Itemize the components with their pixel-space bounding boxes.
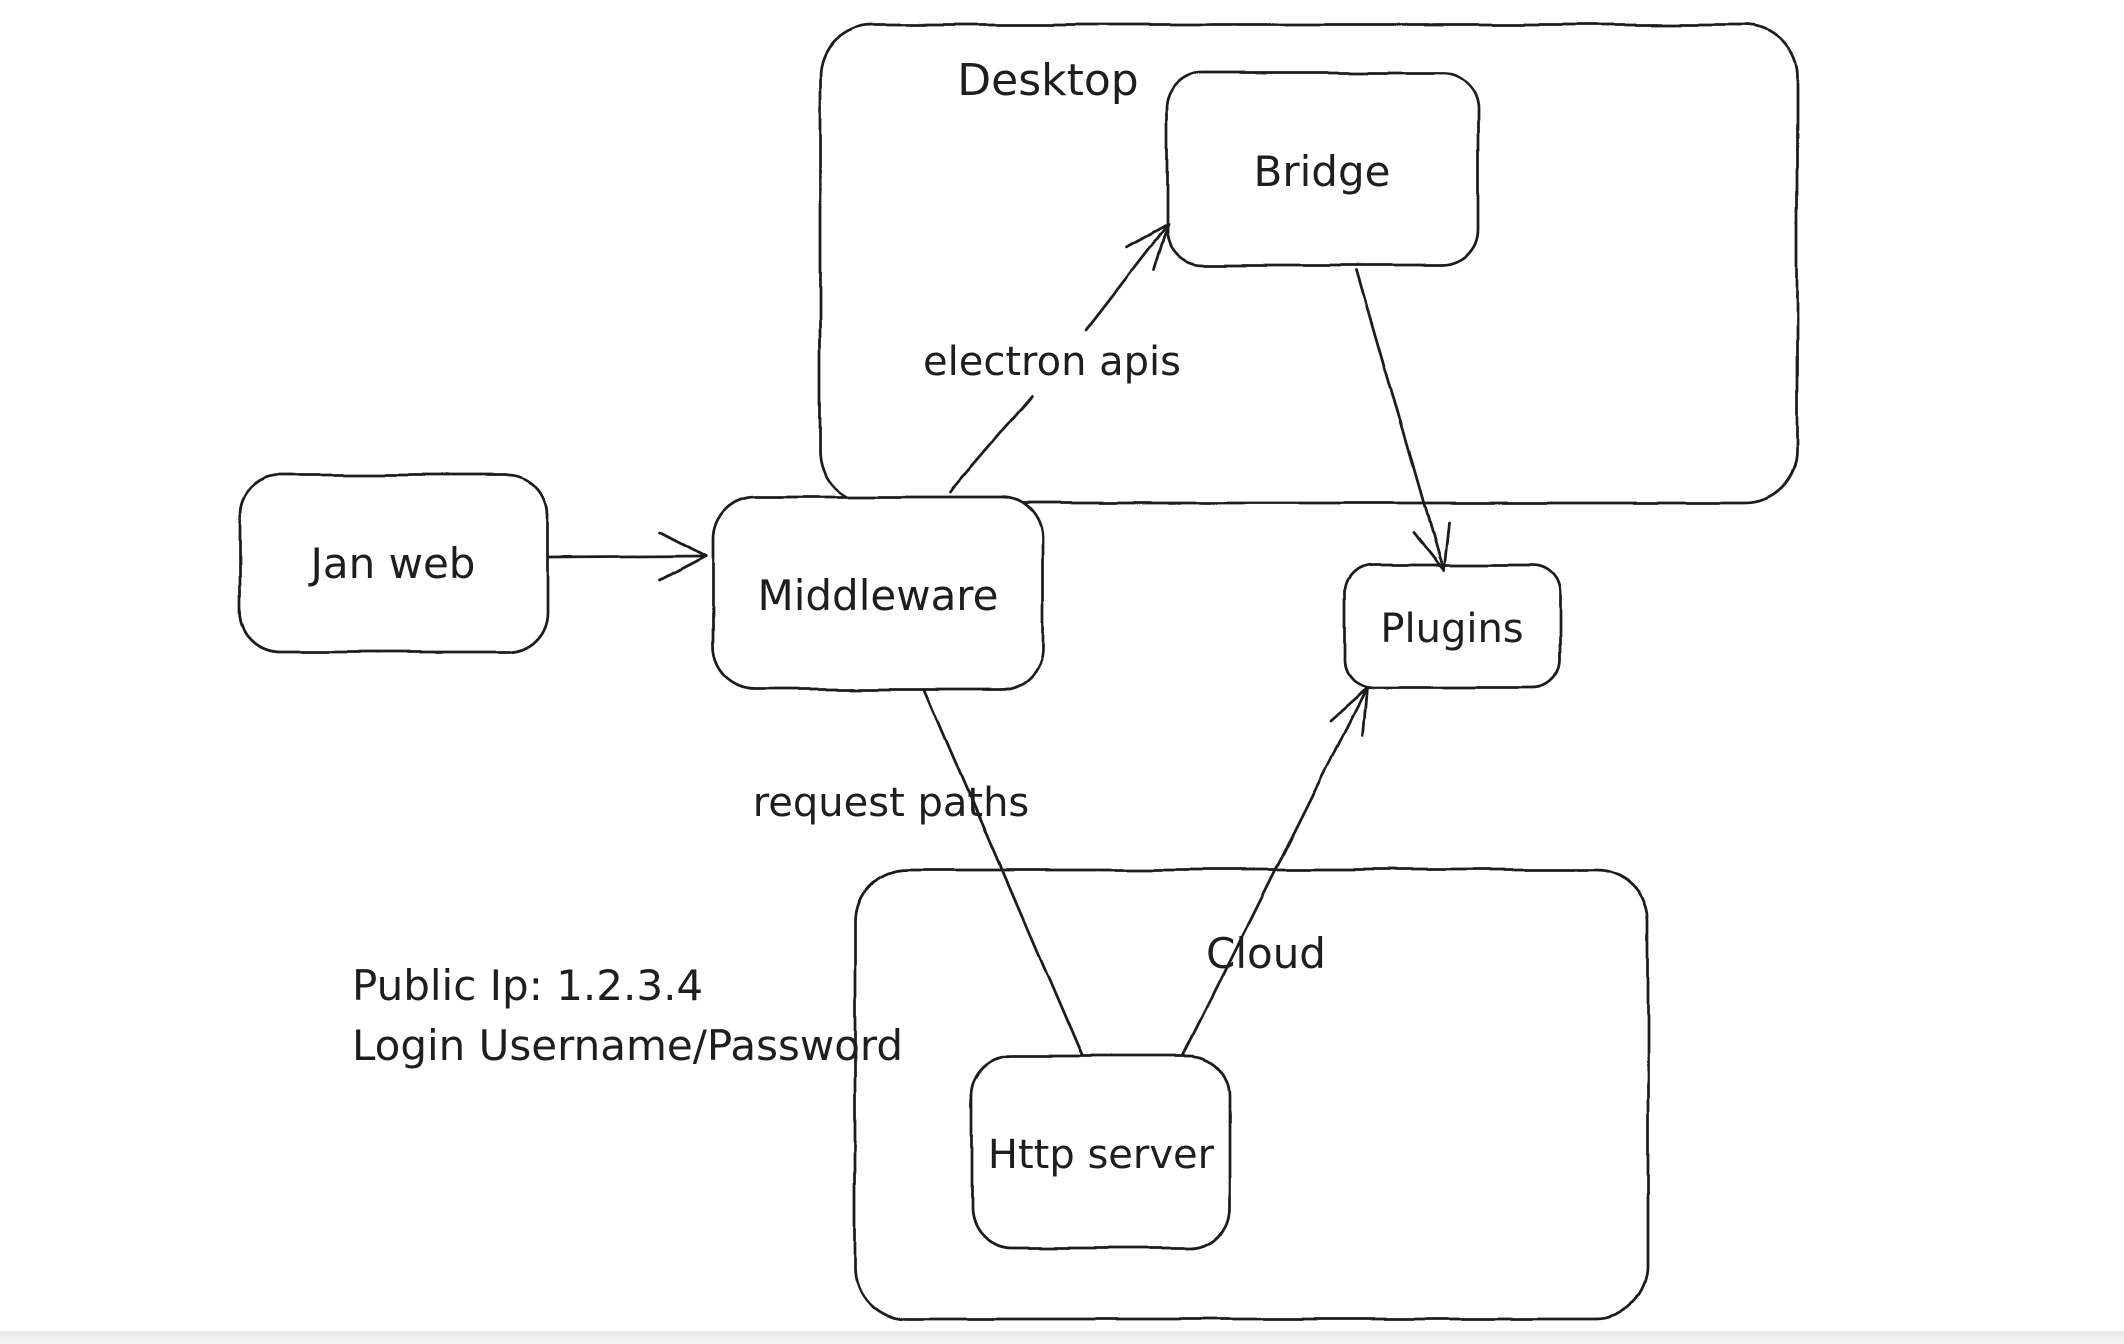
bridge-node[interactable] — [1165, 71, 1480, 267]
desktop-container[interactable] — [818, 23, 1799, 505]
jan-web-node[interactable] — [238, 473, 549, 654]
edge-httpserver-plugins[interactable] — [1181, 686, 1368, 1058]
arrowhead-down-icon — [1411, 520, 1450, 572]
public-ip-note[interactable]: Public Ip: 1.2.3.4 — [352, 961, 703, 1010]
jan-web-label: Jan web — [308, 539, 476, 588]
http-server-node[interactable] — [970, 1054, 1232, 1250]
arrowhead-right-icon — [658, 530, 708, 582]
middleware-label: Middleware — [757, 571, 998, 620]
plugins-label: Plugins — [1380, 606, 1523, 652]
cloud-container[interactable] — [853, 868, 1650, 1321]
login-note[interactable]: Login Username/Password — [352, 1021, 903, 1070]
desktop-label[interactable]: Desktop — [957, 55, 1138, 106]
edge-middleware-bridge[interactable] — [948, 222, 1170, 494]
bridge-label: Bridge — [1254, 147, 1391, 196]
screen-bottom-strip — [0, 1331, 2124, 1344]
electron-apis-edge-label[interactable]: electron apis — [923, 339, 1181, 385]
middleware-node[interactable] — [711, 495, 1045, 691]
http-server-label: Http server — [988, 1132, 1215, 1178]
arrowhead-upright-icon — [1124, 222, 1170, 272]
request-paths-edge-label[interactable]: request paths — [753, 780, 1030, 826]
edge-middleware-httpserver[interactable] — [923, 688, 1084, 1058]
edge-bridge-plugins[interactable] — [1355, 268, 1450, 572]
edge-janweb-middleware[interactable] — [547, 530, 708, 582]
plugins-node[interactable] — [1343, 563, 1562, 690]
arrowhead-up-icon — [1328, 686, 1368, 738]
